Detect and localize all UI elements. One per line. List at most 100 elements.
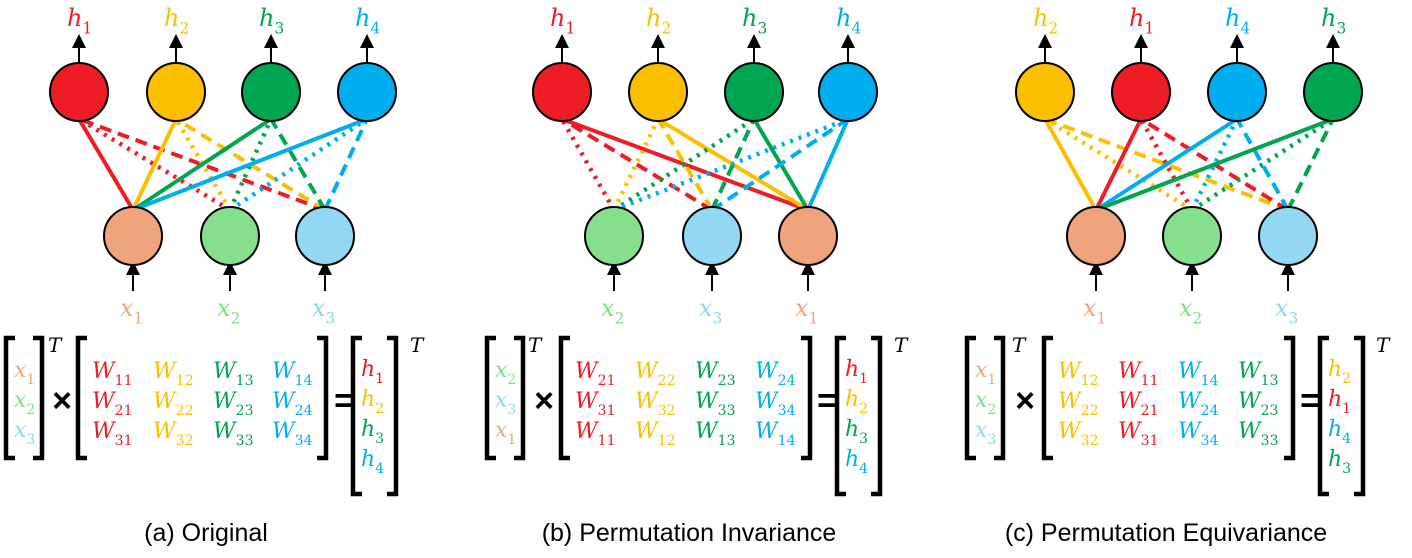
input-label-sub: 1 [809, 310, 819, 328]
edge-solid [1094, 117, 1239, 212]
result-entry-letter: h [361, 447, 375, 472]
weight-entry-letter: W [1238, 389, 1263, 414]
bracket-left [834, 335, 846, 497]
vector-entry: x2 [14, 388, 35, 418]
weight-entry-sub: 14 [295, 373, 313, 389]
weight-entry-letter: W [695, 389, 720, 414]
bracket-left [350, 335, 362, 497]
weight-entry: W23 [695, 359, 736, 389]
transpose-mark: T [1376, 333, 1391, 357]
weight-entry: W14 [755, 419, 796, 449]
output-label-letter: h [1129, 4, 1144, 32]
weight-entry: W13 [213, 359, 254, 389]
vector-entry: x1 [495, 418, 516, 448]
result-entry-letter: h [1328, 387, 1342, 412]
weight-entry-letter: W [213, 359, 238, 384]
input-label-sub: 1 [134, 310, 144, 328]
output-node [49, 62, 109, 122]
input-node [200, 206, 260, 266]
weight-entry-sub: 21 [1141, 403, 1159, 419]
vector-entry-sub: 3 [26, 432, 35, 448]
weight-entry-letter: W [1178, 419, 1203, 444]
result-entry-letter: h [1328, 357, 1342, 382]
result-entry-sub: 4 [859, 461, 868, 477]
transpose-mark: T [48, 333, 63, 357]
result-entry-letter: h [845, 417, 859, 442]
weight-entry-letter: W [1058, 389, 1083, 414]
result-entry-sub: 4 [1342, 431, 1351, 447]
weight-entry: W22 [1058, 389, 1099, 419]
output-label: h3 [1321, 4, 1346, 38]
weight-entry-sub: 31 [115, 433, 133, 449]
result-entry-letter: h [361, 387, 375, 412]
edge-dashed [1235, 118, 1290, 211]
weight-entry-letter: W [1178, 359, 1203, 384]
weight-entry-sub: 32 [176, 433, 194, 449]
input-label: x1 [120, 294, 143, 328]
output-label-letter: h [67, 4, 82, 32]
vector-entry: x2 [495, 358, 516, 388]
weight-entry-letter: W [575, 359, 600, 384]
weight-entry: W33 [1238, 419, 1279, 449]
edge-dashed [1044, 117, 1289, 212]
weight-entry-sub: 12 [658, 433, 676, 449]
result-entry-sub: 2 [375, 401, 384, 417]
bracket-right [514, 335, 526, 461]
input-label-sub: 3 [326, 310, 336, 328]
result-entry: h1 [845, 357, 868, 387]
input-node [1162, 206, 1222, 266]
input-label: x1 [795, 294, 818, 328]
weight-entry: W21 [1118, 389, 1159, 419]
result-entry-letter: h [1328, 417, 1342, 442]
weight-entry-letter: W [695, 419, 720, 444]
edge-solid [806, 118, 850, 211]
output-label: h1 [67, 4, 92, 38]
weight-entry-letter: W [153, 389, 178, 414]
output-label: h2 [646, 4, 671, 38]
weight-entry: W33 [213, 419, 254, 449]
weight-entry: W24 [755, 359, 796, 389]
weight-entry-sub: 12 [1081, 373, 1099, 389]
weight-entry-sub: 14 [778, 433, 796, 449]
input-label: x2 [217, 294, 240, 328]
weight-entry-sub: 34 [295, 433, 313, 449]
vector-entry-sub: 3 [507, 402, 516, 418]
weight-entry-letter: W [755, 359, 780, 384]
output-label-letter: h [836, 4, 851, 32]
input-label: x3 [699, 294, 722, 328]
weight-entry-sub: 32 [1081, 433, 1099, 449]
weight-entry-letter: W [92, 359, 117, 384]
edge-solid [1094, 118, 1143, 211]
transpose-mark: T [1012, 333, 1027, 357]
weight-entry-sub: 23 [1261, 403, 1279, 419]
bracket-left [964, 335, 976, 461]
input-label-sub: 2 [1193, 310, 1203, 328]
input-node [682, 206, 742, 266]
weight-entry-letter: W [575, 389, 600, 414]
bracket-left [3, 335, 15, 461]
weight-entry-letter: W [755, 389, 780, 414]
weight-entry-letter: W [153, 359, 178, 384]
edge-dotted [77, 117, 232, 212]
weight-entry-sub: 24 [1201, 403, 1219, 419]
output-label-sub: 1 [1144, 20, 1154, 38]
result-entry-letter: h [1328, 447, 1342, 472]
weight-entry-sub: 11 [1141, 373, 1159, 389]
result-entry: h3 [845, 417, 868, 447]
weight-entry: W24 [272, 389, 313, 419]
result-entry: h1 [1328, 387, 1351, 417]
edge-dashed [560, 117, 714, 212]
weight-entry-letter: W [1238, 359, 1263, 384]
input-node [1066, 206, 1126, 266]
output-label-sub: 1 [565, 20, 575, 38]
input-node [778, 206, 838, 266]
input-label-letter: x [1275, 294, 1289, 322]
weight-entry-sub: 12 [176, 373, 194, 389]
vector-entry-sub: 2 [987, 402, 996, 418]
transpose-mark: T [410, 333, 425, 357]
edge-solid [131, 117, 273, 212]
result-entry-sub: 4 [375, 461, 384, 477]
vector-entry-letter: x [495, 388, 508, 413]
